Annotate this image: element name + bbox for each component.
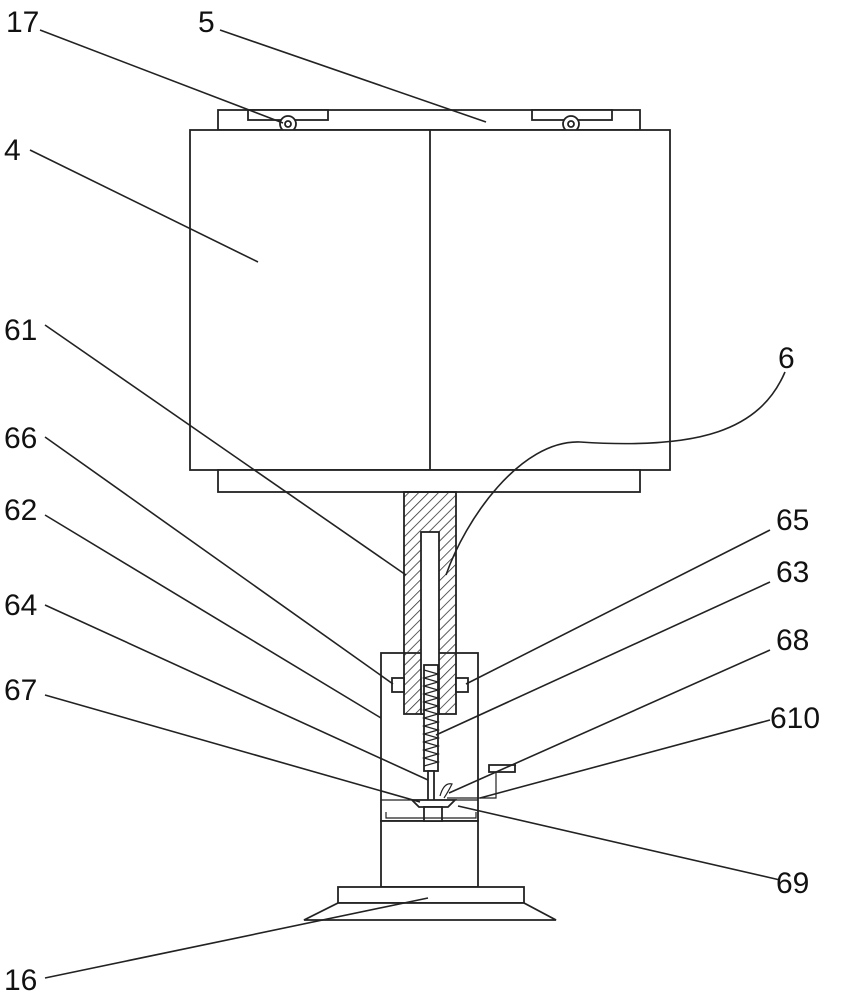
label-4: 4 xyxy=(4,134,21,167)
label-65: 65 xyxy=(776,504,809,537)
hinge-right xyxy=(531,109,613,133)
cam-plate xyxy=(409,799,458,808)
label-64: 64 xyxy=(4,589,37,622)
screw-rod xyxy=(427,770,435,802)
base-plate xyxy=(337,886,525,904)
label-66: 66 xyxy=(4,422,37,455)
label-67: 67 xyxy=(4,674,37,707)
hinge-left xyxy=(247,109,329,133)
label-17: 17 xyxy=(6,6,39,39)
label-61: 61 xyxy=(4,314,37,347)
guide-block-left xyxy=(391,677,405,693)
label-5: 5 xyxy=(198,6,215,39)
label-69: 69 xyxy=(776,867,809,900)
label-68: 68 xyxy=(776,624,809,657)
pawl xyxy=(439,783,453,799)
nut xyxy=(423,806,443,822)
base-foot xyxy=(303,902,557,921)
label-610: 610 xyxy=(770,702,820,735)
label-16: 16 xyxy=(4,964,37,997)
label-62: 62 xyxy=(4,494,37,527)
label-63: 63 xyxy=(776,556,809,589)
lower-column xyxy=(380,820,479,888)
label-6: 6 xyxy=(778,342,795,375)
bracket xyxy=(385,812,477,819)
guide-block-right xyxy=(455,677,469,693)
spring xyxy=(421,669,441,767)
